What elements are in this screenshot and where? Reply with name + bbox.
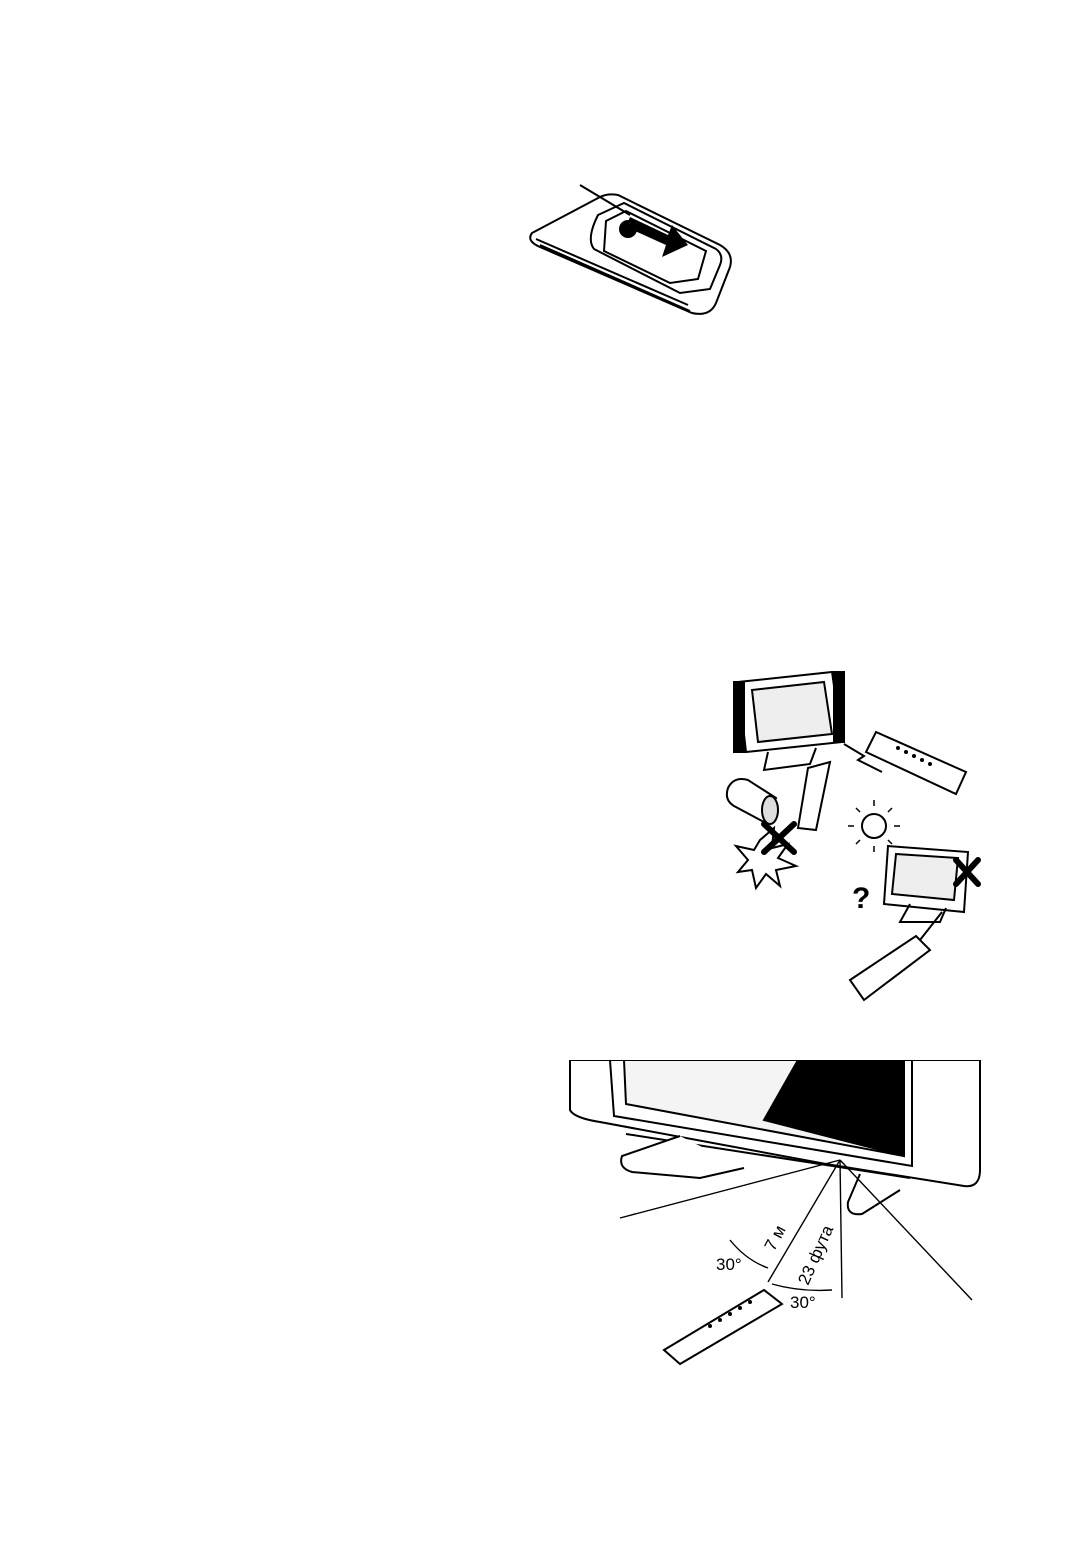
angle-right-label: 30° bbox=[790, 1293, 816, 1312]
remote-operating-range-diagram: 30° 30° 7 м 23 фута bbox=[560, 1060, 990, 1370]
precautions-figure: ? bbox=[720, 660, 990, 1015]
distance-feet-label: 23 фута bbox=[794, 1222, 837, 1288]
svg-text:?: ? bbox=[852, 882, 870, 915]
remote-precautions-illustration: ? bbox=[720, 660, 990, 1015]
angle-left-label: 30° bbox=[716, 1255, 742, 1274]
battery-cover-figure bbox=[520, 175, 750, 325]
operating-range-figure: 30° 30° 7 м 23 фута bbox=[560, 1060, 990, 1370]
remote-battery-cover-illustration bbox=[520, 175, 750, 325]
distance-metric-label: 7 м bbox=[761, 1222, 790, 1254]
